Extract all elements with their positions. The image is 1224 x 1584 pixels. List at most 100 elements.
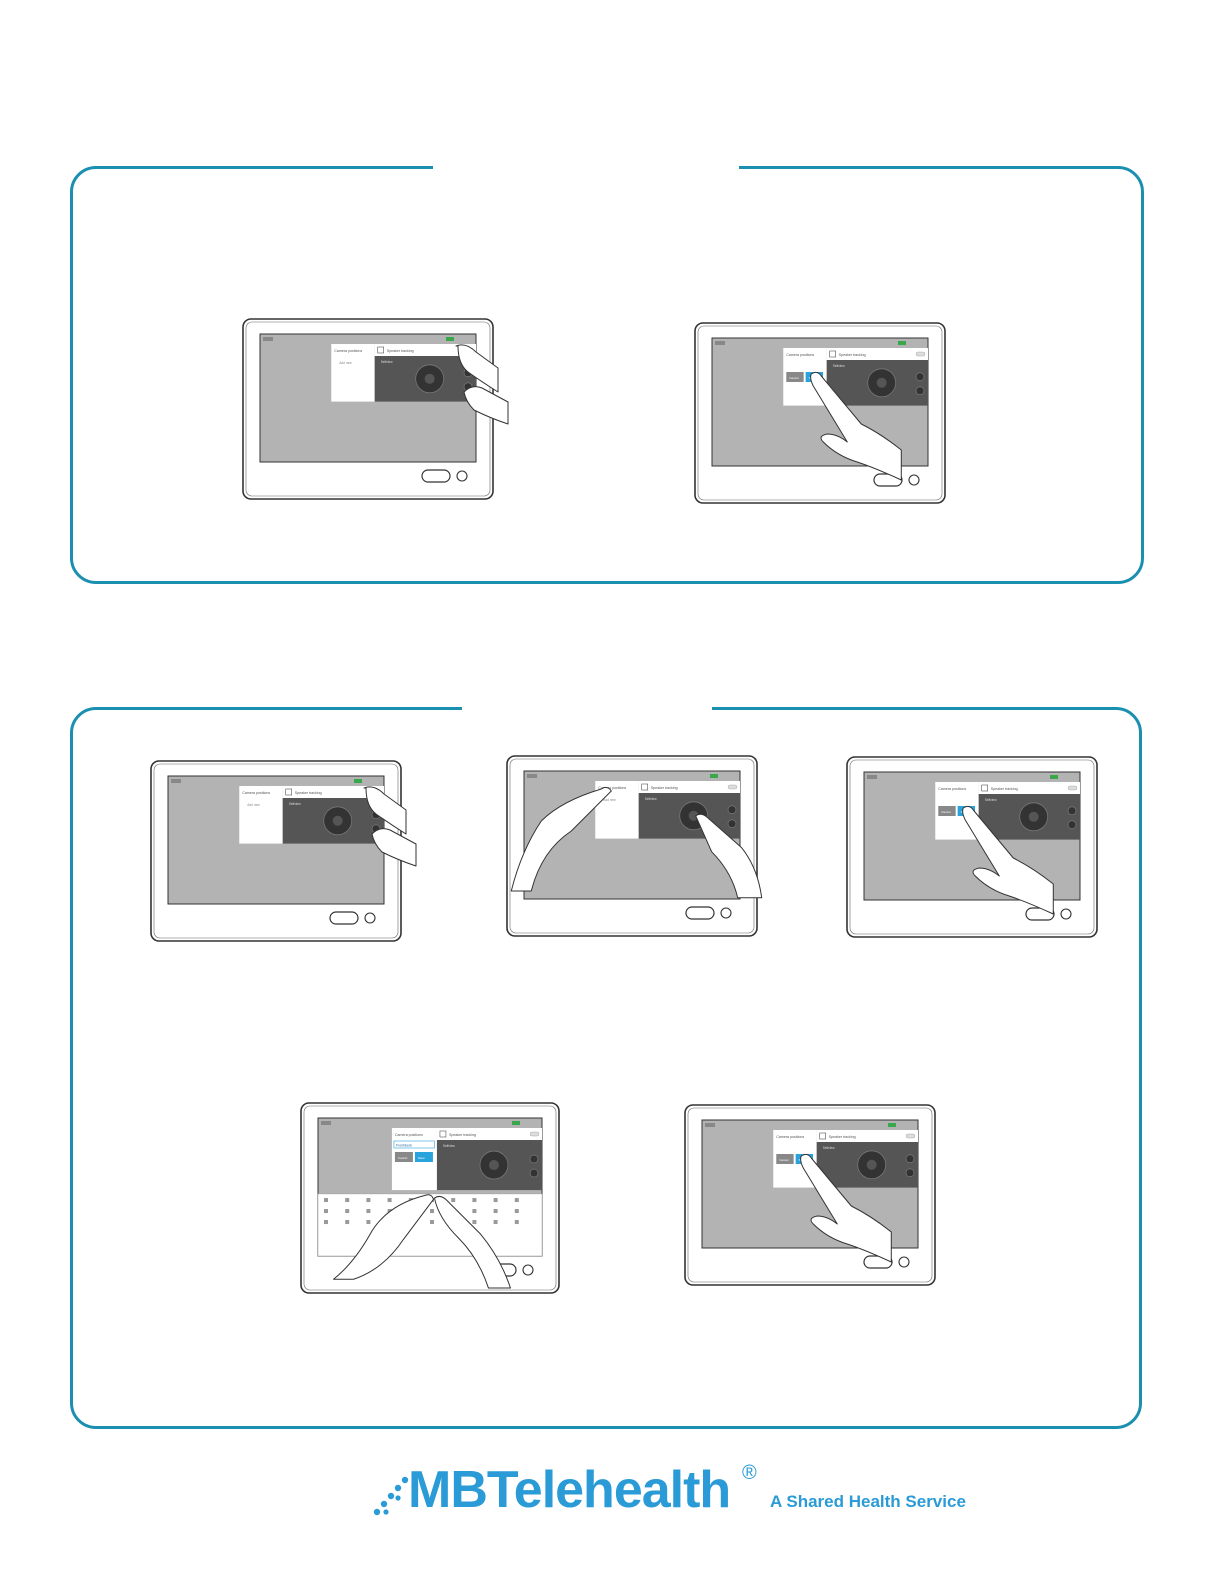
help-button [898, 1256, 910, 1268]
help-button [456, 470, 468, 482]
zoom-in-button [1067, 806, 1077, 816]
hand-right [695, 813, 763, 899]
camera-panel: Camera positions Speaker trackingSelfview… [595, 781, 740, 839]
add-new-label: Add new [339, 361, 352, 365]
save-label: Save [418, 1156, 425, 1160]
cancel-label: Cancel [398, 1156, 408, 1160]
cancel-label: Cancel [789, 376, 799, 380]
panel-title-gap [433, 165, 739, 171]
camera-panel: Camera positions Speaker trackingSelfview… [783, 348, 928, 406]
add-new-label: Add new [247, 803, 260, 807]
panel-title-gap [462, 706, 712, 712]
camera-panel: Camera positions Speaker trackingSelfview… [935, 782, 1080, 840]
hand-tap-icon [810, 371, 902, 481]
speaker-tracking-label: Speaker tracking [829, 1135, 856, 1139]
help-button [720, 907, 732, 919]
hand-left [333, 1194, 435, 1280]
hand-lower [463, 386, 509, 425]
selfview-label: Selfview [443, 1144, 456, 1148]
zoom-in-button [915, 372, 925, 382]
cancel-button [938, 806, 956, 816]
speaker-tracking-label: Speaker tracking [991, 787, 1018, 791]
zoom-in-button [727, 805, 737, 815]
speaker-tracking-label: Speaker tracking [651, 786, 678, 790]
zoom-out-button [529, 1168, 539, 1178]
selfview-label: Selfview [833, 364, 846, 368]
touch-panel-illustration: Camera positions Speaker trackingSelfview… [242, 318, 509, 500]
help-button [1060, 908, 1072, 920]
home-button [685, 906, 715, 920]
zoom-out-button [727, 819, 737, 829]
hand-left [510, 786, 612, 892]
help-button [522, 1264, 534, 1276]
cancel-label: Cancel [941, 810, 951, 814]
hand-right [433, 1195, 511, 1289]
help-button [364, 912, 376, 924]
speaker-tracking-label: Speaker tracking [839, 353, 866, 357]
selfview-label: Selfview [985, 798, 998, 802]
hand-tap-icon [962, 805, 1054, 915]
camera-positions-label: Camera positions [395, 1133, 423, 1137]
touch-panel-illustration: Camera positions Speaker trackingSelfview… [300, 1102, 560, 1294]
hand-tap [962, 805, 1054, 915]
zoom-in-button [905, 1154, 915, 1164]
brand-tagline: A Shared Health Service [770, 1492, 966, 1511]
cancel-button [776, 1154, 794, 1164]
selfview-label: Selfview [381, 360, 394, 364]
zoom-out-button [915, 386, 925, 396]
cancel-label: Cancel [779, 1158, 789, 1162]
registered-mark: ® [742, 1462, 757, 1484]
camera-panel: Camera positions Speaker trackingSelfview… [391, 1128, 542, 1191]
camera-positions-label: Camera positions [786, 353, 814, 357]
camera-panel: Camera positions Speaker trackingSelfview… [773, 1130, 918, 1188]
hand-pinch-icon [455, 344, 509, 425]
add-new-label: Add new [603, 798, 616, 802]
hand-upper [455, 344, 499, 393]
zoom-out-button [1067, 820, 1077, 830]
camera-panel: Camera positions Speaker trackingSelfview… [239, 786, 384, 844]
home-button [329, 911, 359, 925]
zoom-in-button [529, 1154, 539, 1164]
speaker-tracking-label: Speaker tracking [295, 791, 322, 795]
hand-pinch-icon [510, 786, 763, 899]
camera-positions-label: Camera positions [776, 1135, 804, 1139]
speaker-tracking-label: Speaker tracking [387, 349, 414, 353]
zoom-out-button [905, 1168, 915, 1178]
hand-tap-icon [800, 1153, 892, 1263]
camera-positions-label: Camera positions [242, 791, 270, 795]
touch-panel-illustration: Camera positions Speaker trackingSelfview… [684, 1104, 936, 1286]
home-button [421, 469, 451, 483]
hand-upper [363, 786, 407, 835]
brand-name: MBTelehealth [408, 1461, 731, 1519]
camera-positions-label: Camera positions [334, 349, 362, 353]
hand-type-icon [333, 1194, 511, 1289]
touch-panel-illustration: Camera positions Speaker trackingSelfview… [506, 755, 763, 937]
camera-positions-label: Camera positions [938, 787, 966, 791]
logo-dots-icon [373, 1476, 409, 1516]
speaker-tracking-label: Speaker tracking [449, 1133, 476, 1137]
touch-panel-illustration: Camera positions Speaker trackingSelfview… [694, 322, 946, 504]
hand-tap [800, 1153, 892, 1263]
upper-panel [70, 165, 1144, 584]
cancel-button [786, 372, 804, 382]
help-button [908, 474, 920, 486]
hand-pinch-icon [363, 786, 417, 867]
camera-positions-label: Camera positions [598, 786, 626, 790]
hand-lower [371, 828, 417, 867]
hand-tap [810, 371, 902, 481]
touch-panel-illustration: Camera positions Speaker trackingSelfview… [846, 756, 1098, 938]
camera-panel: Camera positions Speaker trackingSelfview… [331, 344, 476, 402]
cancel-button [394, 1152, 413, 1162]
touch-panel-illustration: Camera positions Speaker trackingSelfview… [150, 760, 417, 942]
selfview-label: Selfview [645, 797, 658, 801]
typed-name-field: Frontdesk [396, 1144, 412, 1148]
selfview-label: Selfview [289, 802, 302, 806]
save-button [414, 1152, 433, 1162]
selfview-label: Selfview [823, 1146, 836, 1150]
